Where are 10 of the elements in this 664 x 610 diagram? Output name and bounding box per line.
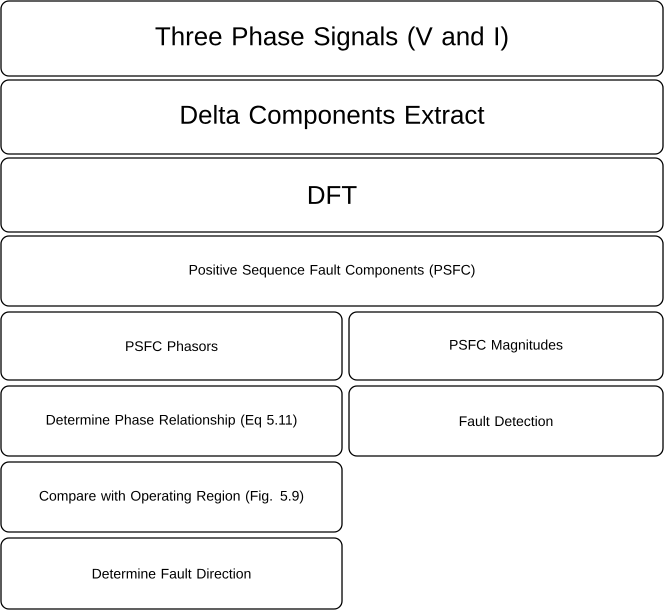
process-box: DFT	[0, 157, 664, 233]
process-box: PSFC Phasors	[0, 311, 343, 381]
process-box: Positive Sequence Fault Components (PSFC)	[0, 235, 664, 307]
process-box: Compare with Operating Region (Fig. 5.9)	[0, 461, 343, 533]
process-box: PSFC Magnitudes	[348, 311, 664, 381]
process-box: Delta Components Extract	[0, 79, 664, 155]
process-box: Fault Detection	[348, 385, 664, 457]
process-box: Three Phase Signals (V and I)	[0, 0, 664, 77]
process-box: Determine Fault Direction	[0, 537, 343, 610]
process-box: Determine Phase Relationship (Eq 5.11)	[0, 385, 343, 457]
